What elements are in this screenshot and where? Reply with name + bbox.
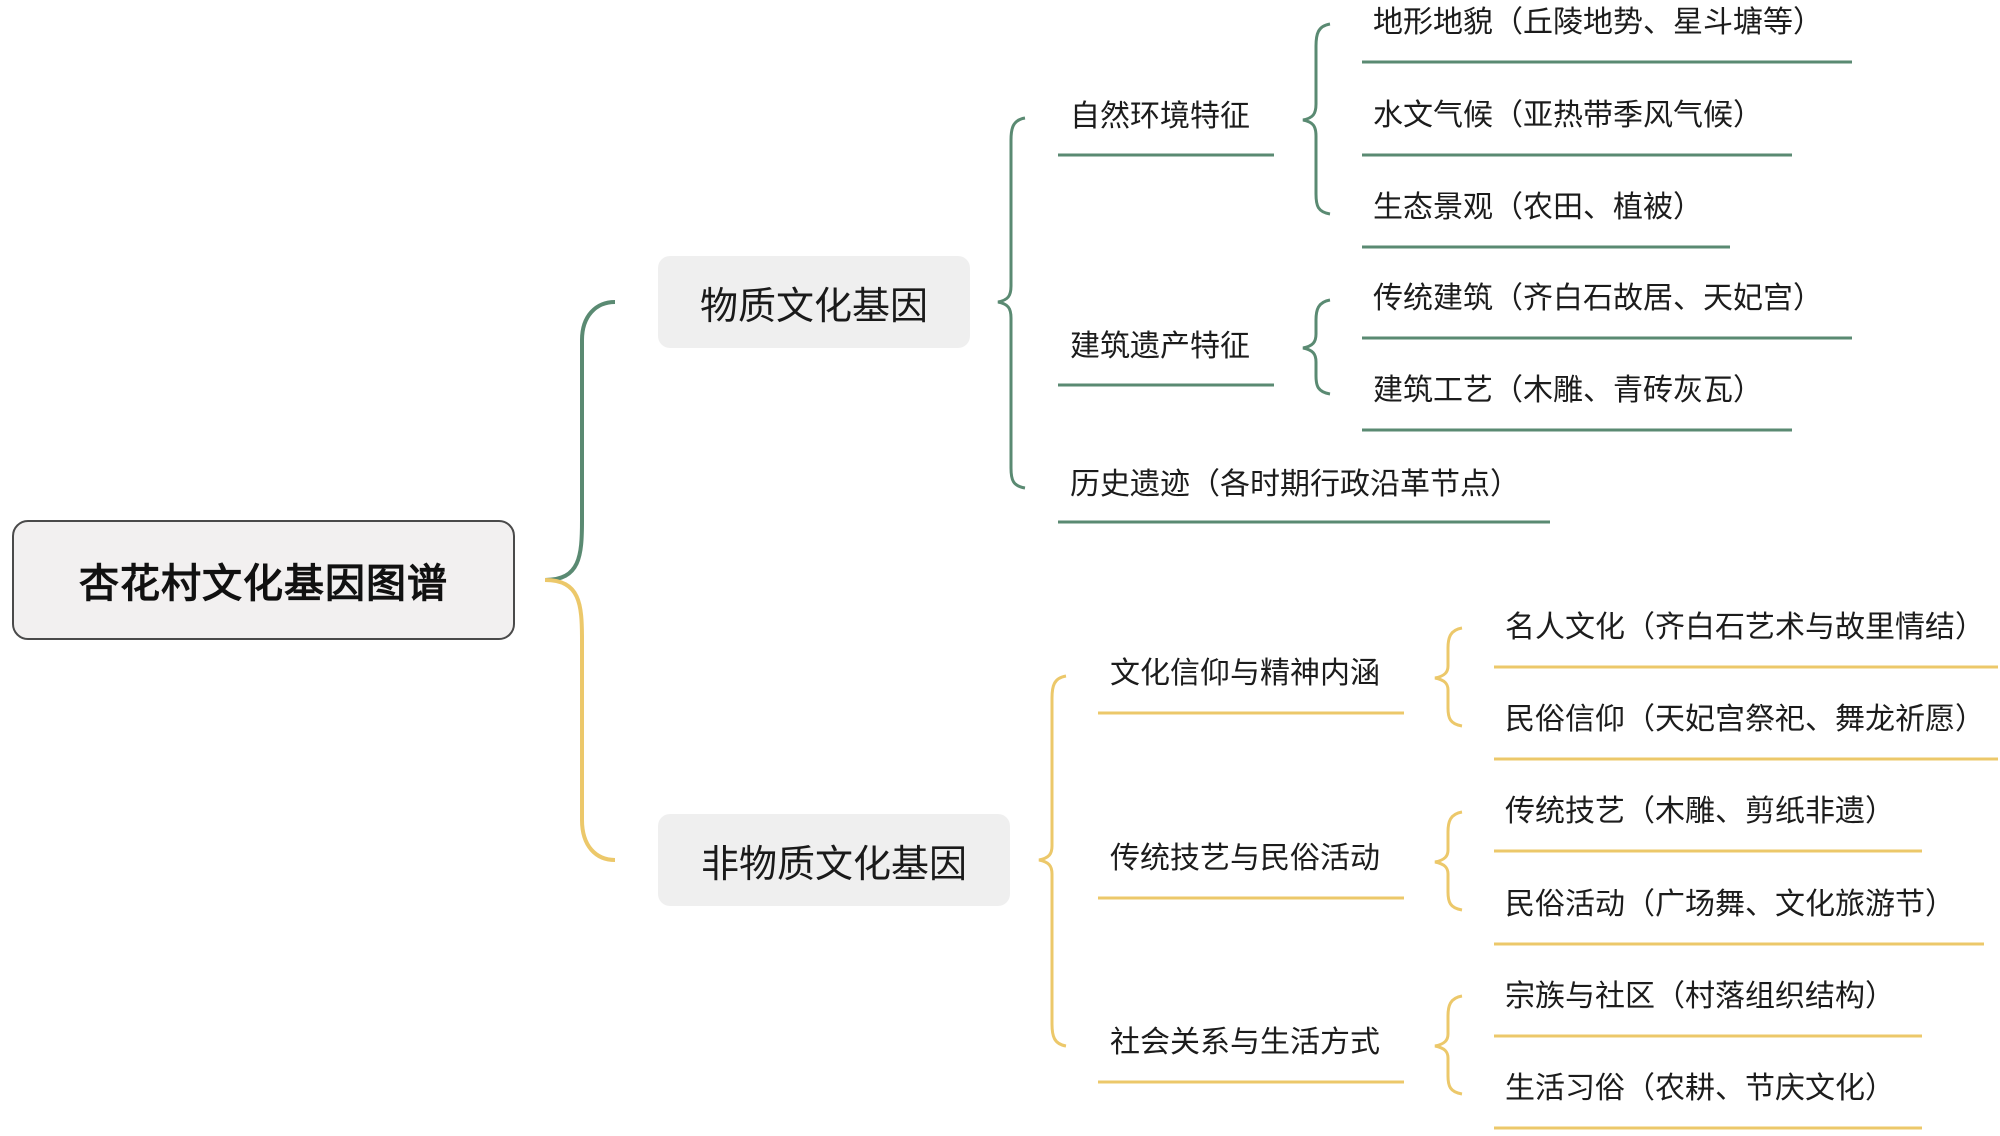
node-belief-1[interactable]: 名人文化（齐白石艺术与故里情结） xyxy=(1505,610,1985,645)
node-social[interactable]: 社会关系与生活方式 xyxy=(1110,1025,1380,1060)
node-social-1[interactable]: 宗族与社区（村落组织结构） xyxy=(1505,979,1895,1014)
node-belief[interactable]: 文化信仰与精神内涵 xyxy=(1110,656,1380,691)
node-arch-1[interactable]: 传统建筑（齐白石故居、天妃宫） xyxy=(1373,281,1823,316)
root-label: 杏花村文化基因图谱 xyxy=(79,561,448,607)
node-material-label: 物质文化基因 xyxy=(699,283,928,328)
node-history[interactable]: 历史遗迹（各时期行政沿革节点） xyxy=(1070,467,1520,502)
bracket-belief xyxy=(1434,626,1463,728)
node-natural-3[interactable]: 生态景观（农田、植被） xyxy=(1373,190,1703,225)
bracket-architecture xyxy=(1302,298,1331,396)
node-natural-1[interactable]: 地形地貌（丘陵地势、星斗塘等） xyxy=(1373,5,1823,40)
bracket-immaterial xyxy=(1038,674,1067,1048)
connector-root-material xyxy=(544,300,616,582)
node-natural-2[interactable]: 水文气候（亚热带季风气候） xyxy=(1373,98,1763,133)
node-architecture[interactable]: 建筑遗产特征 xyxy=(1070,329,1250,364)
node-craft-1[interactable]: 传统技艺（木雕、剪纸非遗） xyxy=(1505,794,1895,829)
connector-root-immaterial xyxy=(544,578,616,862)
bracket-craft xyxy=(1434,810,1463,912)
root-node[interactable]: 杏花村文化基因图谱 xyxy=(12,520,515,640)
bracket-natural xyxy=(1302,22,1331,216)
node-material[interactable]: 物质文化基因 xyxy=(658,256,970,348)
node-craft-2[interactable]: 民俗活动（广场舞、文化旅游节） xyxy=(1505,887,1955,922)
node-immaterial[interactable]: 非物质文化基因 xyxy=(658,814,1010,906)
node-craft[interactable]: 传统技艺与民俗活动 xyxy=(1110,841,1380,876)
bracket-social xyxy=(1434,994,1463,1096)
node-natural[interactable]: 自然环境特征 xyxy=(1070,99,1250,134)
node-arch-2[interactable]: 建筑工艺（木雕、青砖灰瓦） xyxy=(1373,373,1763,408)
node-social-2[interactable]: 生活习俗（农耕、节庆文化） xyxy=(1505,1071,1895,1106)
node-immaterial-label: 非物质文化基因 xyxy=(700,841,967,886)
bracket-material xyxy=(997,116,1026,490)
node-belief-2[interactable]: 民俗信仰（天妃宫祭祀、舞龙祈愿） xyxy=(1505,702,1985,737)
